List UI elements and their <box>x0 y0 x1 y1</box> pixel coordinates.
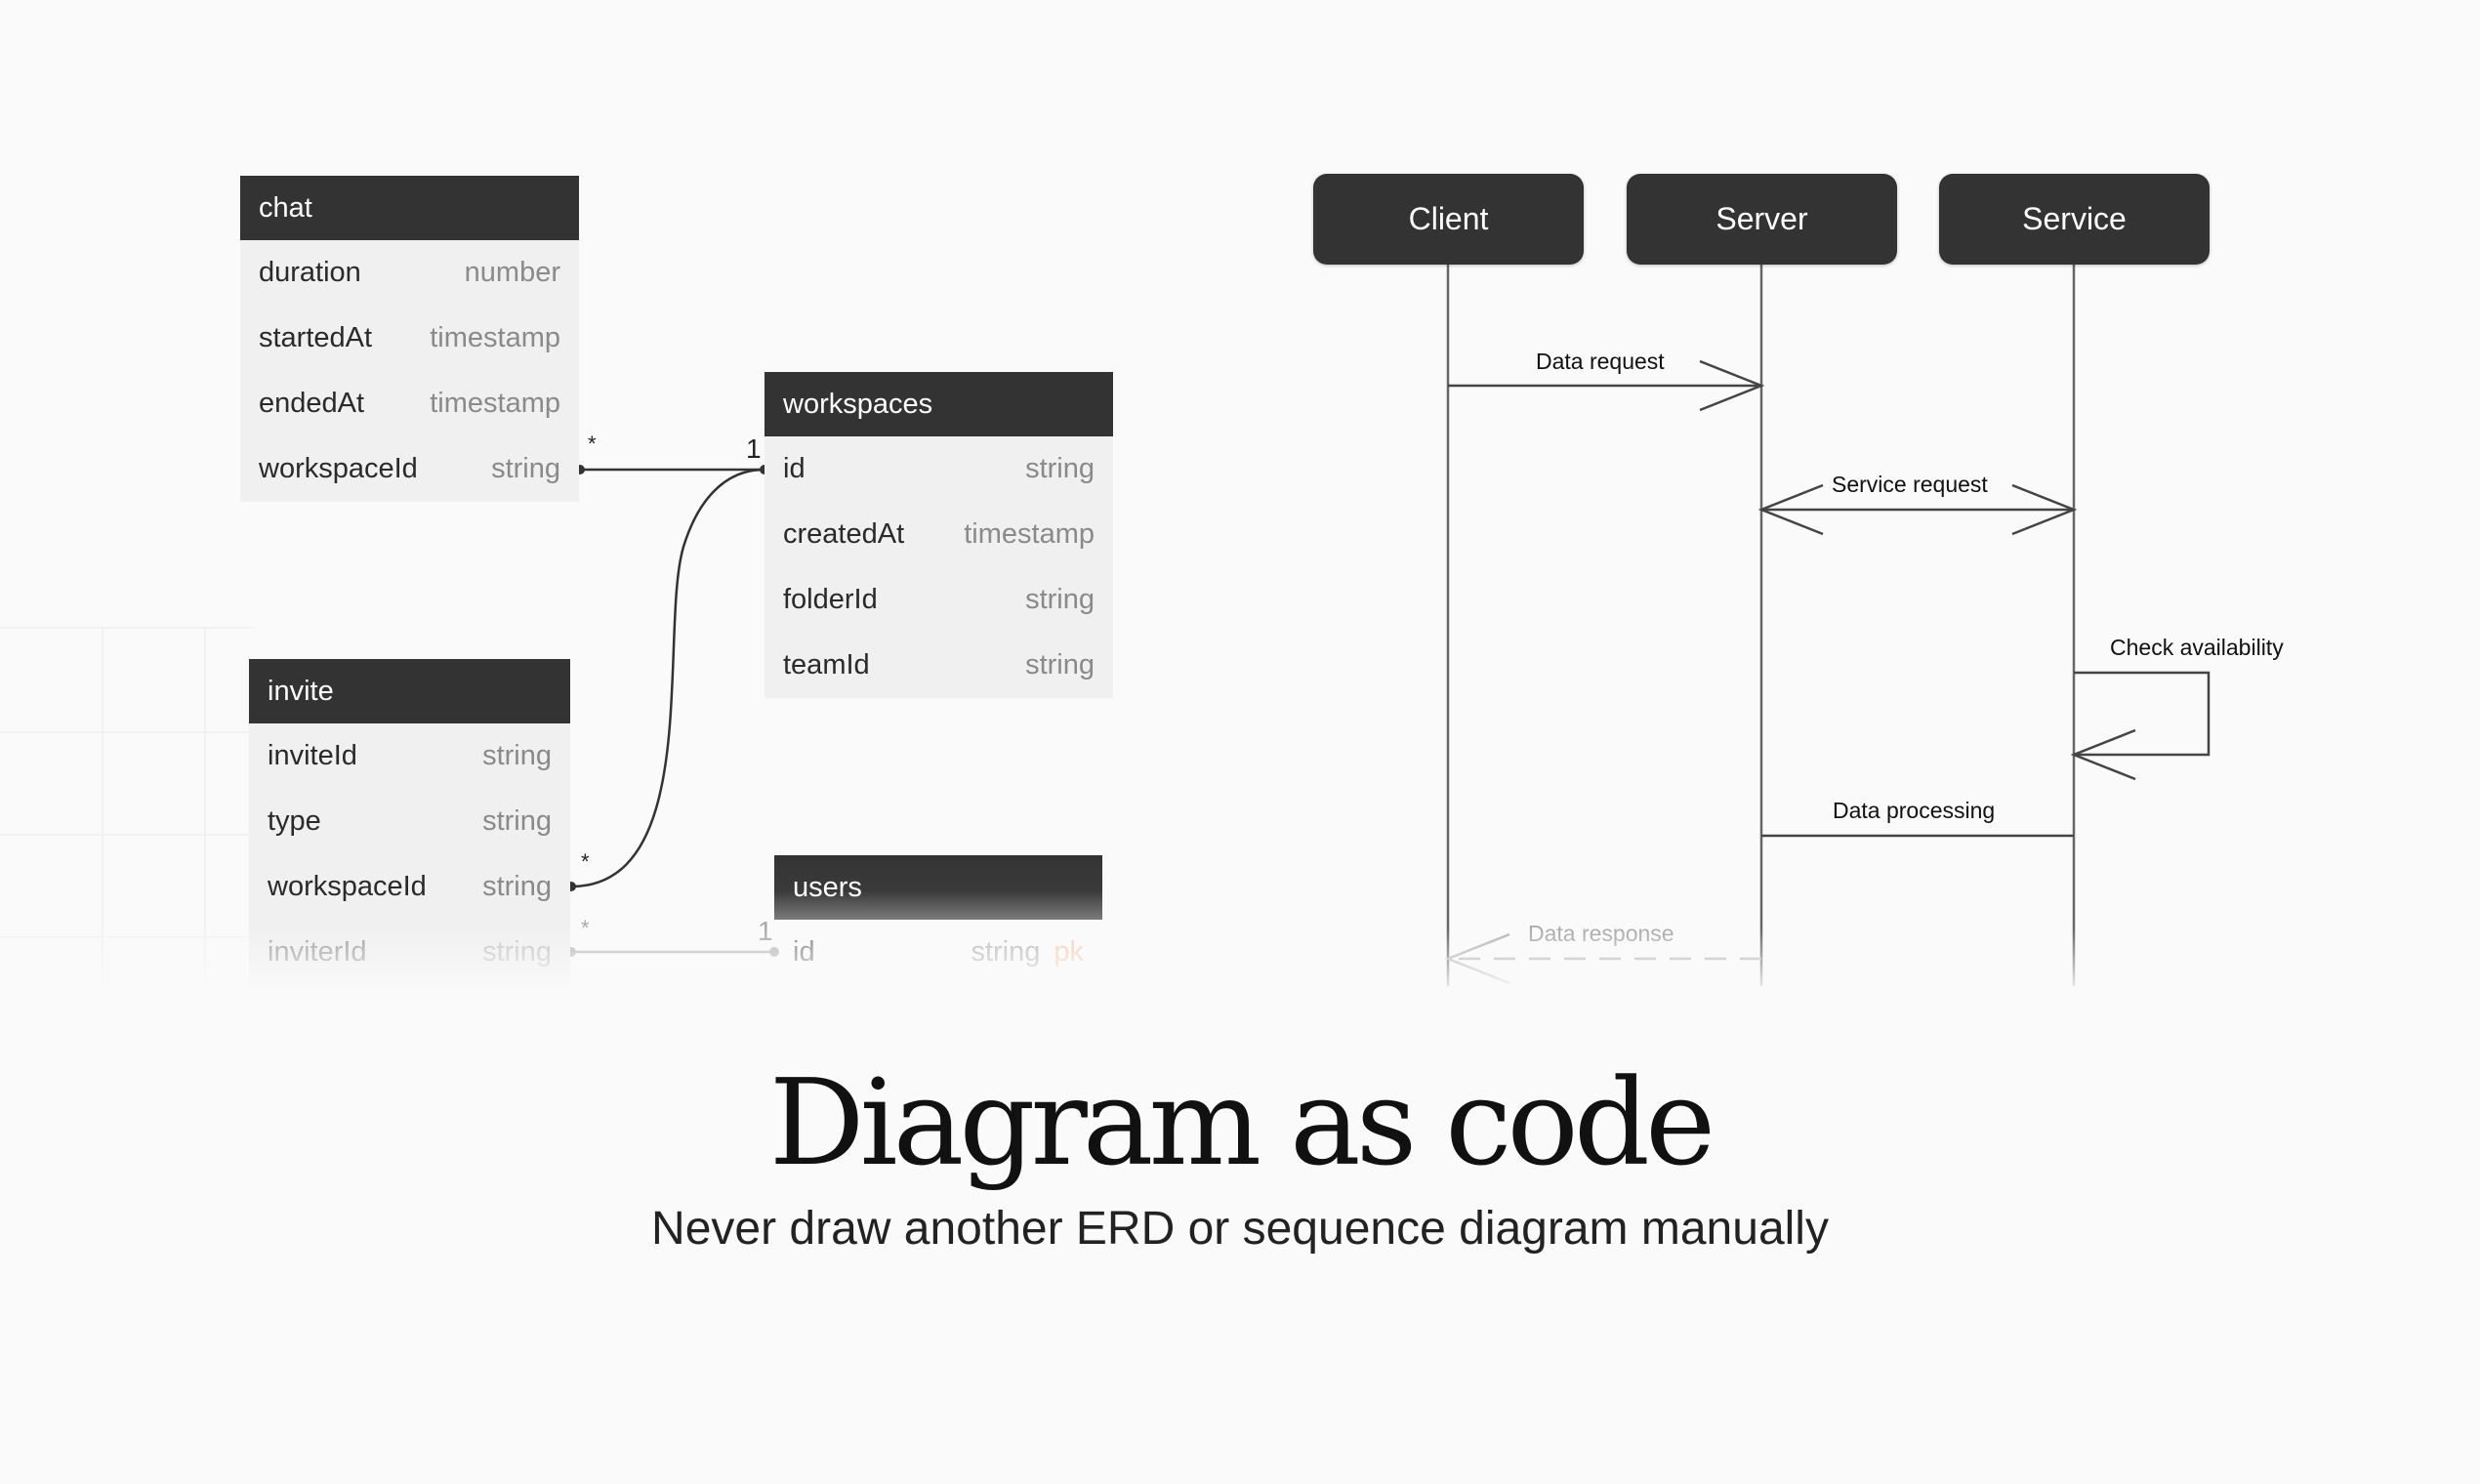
column-name: startedAt <box>259 322 373 353</box>
table-title: chat <box>240 176 579 240</box>
actor-server[interactable]: Server <box>1627 174 1897 265</box>
table-workspaces[interactable]: workspaces id string createdAt timestamp… <box>765 372 1113 698</box>
table-title: users <box>774 855 1102 920</box>
column-type: string <box>482 805 552 837</box>
column-name: endedAt <box>259 388 365 419</box>
column-name: workspaceId <box>268 871 427 902</box>
column-name: createdAt <box>783 518 905 550</box>
column-name: inviteId <box>268 740 357 771</box>
table-row: duration number <box>240 240 579 306</box>
table-row: type string <box>249 789 570 854</box>
column-name: duration <box>259 257 361 288</box>
message-label-data-processing: Data processing <box>1833 798 1996 823</box>
column-type: timestamp <box>964 518 1095 550</box>
column-type: string <box>1025 584 1095 615</box>
column-type: string <box>482 871 552 902</box>
actor-client[interactable]: Client <box>1313 174 1584 265</box>
column-type: timestamp <box>430 322 560 353</box>
actor-service[interactable]: Service <box>1939 174 2210 265</box>
column-name: folderId <box>783 584 878 615</box>
message-check-availability-arrowhead <box>2070 728 2136 781</box>
page-subtitle: Never draw another ERD or sequence diagr… <box>651 1203 1829 1255</box>
column-type: string <box>1025 649 1095 680</box>
table-row: teamId string <box>765 633 1113 698</box>
cardinality-chat-many: * <box>588 432 597 456</box>
column-type: number <box>464 257 560 288</box>
message-data-request-arrowhead <box>1699 359 1765 412</box>
table-title: invite <box>249 659 570 723</box>
message-service-request-arrowhead-right <box>2011 483 2078 536</box>
page-title: Diagram as code <box>768 1053 1715 1192</box>
column-name: teamId <box>783 649 870 680</box>
cardinality-workspaces-one-a: 1 <box>746 433 762 464</box>
table-row: workspaceId string <box>249 854 570 920</box>
relation-invite-workspaces <box>570 468 765 888</box>
table-chat[interactable]: chat duration number startedAt timestamp… <box>240 176 579 502</box>
table-title: workspaces <box>765 372 1113 436</box>
cardinality-invite-many: * <box>581 849 590 874</box>
table-row: inviteId string <box>249 723 570 789</box>
table-row: startedAt timestamp <box>240 306 579 371</box>
table-row: createdAt timestamp <box>765 502 1113 567</box>
message-label-check-availability: Check availability <box>2110 635 2284 660</box>
column-name: type <box>268 805 321 837</box>
table-row: endedAt timestamp <box>240 371 579 436</box>
message-label-data-request: Data request <box>1532 349 1669 375</box>
column-name: id <box>783 453 806 484</box>
column-type: string <box>1025 453 1095 484</box>
table-row: workspaceId string <box>240 436 579 502</box>
table-row: folderId string <box>765 567 1113 633</box>
column-type: string <box>482 740 552 771</box>
table-row: id string <box>765 436 1113 502</box>
message-label-data-response: Data response <box>1524 921 1678 947</box>
message-label-service-request: Service request <box>1828 472 1992 498</box>
column-type: string <box>491 453 560 484</box>
column-name: workspaceId <box>259 453 418 484</box>
message-check-availability-line <box>2074 671 2211 757</box>
message-service-request-arrowhead-left <box>1757 483 1824 536</box>
column-type: timestamp <box>430 388 560 419</box>
